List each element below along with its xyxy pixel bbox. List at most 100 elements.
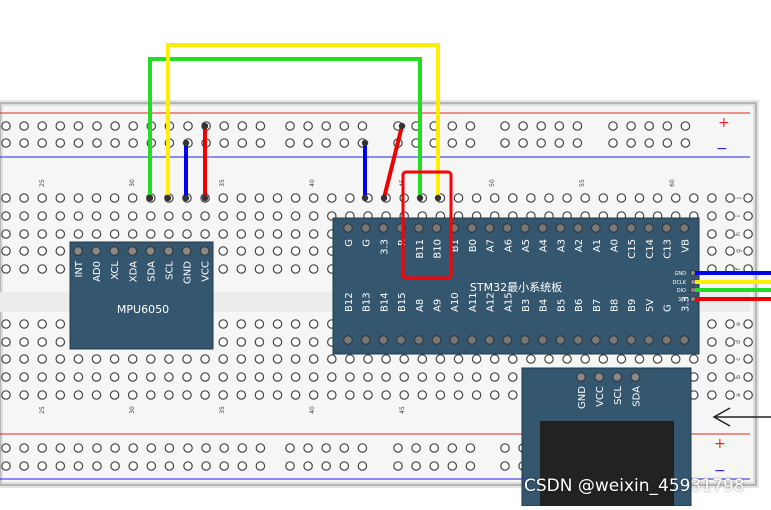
top-plus-sign: +	[718, 115, 730, 131]
rail-hole	[219, 138, 229, 148]
rail-hole	[183, 121, 193, 131]
breadboard-hole	[725, 246, 735, 256]
rail-hole	[237, 443, 248, 453]
breadboard-hole	[218, 337, 228, 347]
rail-hole	[608, 121, 618, 131]
breadboard-hole	[236, 390, 247, 400]
breadboard-hole	[200, 354, 210, 364]
wire-end	[361, 194, 369, 202]
breadboard-hole	[308, 246, 319, 256]
mpu6050-pin-hole	[91, 246, 101, 256]
stm32-top-pin-label: A5	[521, 239, 532, 252]
rail-hole	[518, 121, 528, 131]
stm32-bottom-pin-label: A15	[503, 292, 514, 312]
breadboard-hole	[236, 193, 247, 203]
wire-end	[398, 122, 406, 130]
stm32-top-pin-hole	[644, 223, 654, 233]
breadboard-hole	[290, 246, 301, 256]
oled-pin-hole	[594, 372, 604, 382]
stm32-bottom-pin-hole	[555, 335, 566, 345]
rail-hole	[644, 138, 654, 148]
breadboard-hole	[37, 319, 47, 329]
column-number-bottom: 45	[399, 406, 406, 414]
rail-hole	[237, 138, 248, 148]
breadboard-hole	[507, 390, 518, 400]
breadboard-hole	[707, 211, 717, 221]
breadboard-hole	[272, 264, 283, 274]
oled-pin-hole	[612, 372, 623, 382]
breadboard-hole	[725, 319, 735, 329]
breadboard-hole	[164, 229, 174, 239]
stm32-top-pin-hole	[661, 223, 672, 233]
stm32-top-pin-label: 3.3	[379, 239, 390, 255]
breadboard-hole	[55, 337, 66, 347]
breadboard-hole	[507, 354, 518, 364]
stm32-top-pin-hole	[520, 223, 530, 233]
rail-hole	[1, 121, 11, 131]
rail-hole	[357, 443, 368, 453]
breadboard-hole	[308, 372, 319, 382]
breadboard-hole	[544, 354, 554, 364]
rail-hole	[92, 461, 102, 471]
highlight-box	[401, 170, 453, 280]
stm32-top-pin-hole	[343, 223, 353, 233]
stm32-top-pin-label: C14	[645, 239, 656, 259]
rail-hole	[37, 461, 47, 471]
breadboard-hole	[308, 390, 319, 400]
column-number-top: 40	[309, 179, 316, 187]
breadboard-hole	[254, 246, 265, 256]
wire-end	[416, 194, 424, 202]
stm32-top-pin-label: C15	[627, 239, 638, 259]
breadboard-hole	[363, 354, 373, 364]
breadboard-hole	[91, 372, 102, 382]
breadboard-hole	[254, 264, 265, 274]
rail-hole	[164, 461, 175, 471]
breadboard-hole	[19, 390, 29, 400]
oled-pin-label: GND	[577, 386, 588, 409]
breadboard-hole	[236, 264, 247, 274]
breadboard-hole	[164, 372, 174, 382]
breadboard-hole	[146, 372, 156, 382]
row-letter: i	[735, 215, 742, 217]
stm32-top-pin-label: A0	[610, 239, 621, 252]
stm32-top-pin-label: A2	[574, 239, 585, 252]
stm32-bottom-pin-hole	[537, 335, 548, 345]
stm32-top-pin-label: G	[362, 239, 373, 247]
wire-end	[434, 194, 442, 202]
breadboard-hole	[109, 354, 120, 364]
mpu6050-pin-label: SCL	[165, 261, 176, 280]
mpu6050-pin-hole	[181, 246, 192, 256]
stm32-bottom-pin-hole	[378, 335, 389, 345]
rail-hole	[303, 121, 313, 131]
rail-hole	[55, 443, 66, 453]
breadboard-hole	[707, 354, 717, 364]
rail-hole	[183, 443, 193, 453]
breadboard-hole	[127, 211, 138, 221]
stm32-bottom-pin-hole	[608, 335, 619, 345]
rail-hole	[255, 443, 266, 453]
breadboard-hole	[1, 211, 11, 221]
rail-hole	[447, 461, 458, 471]
rail-hole	[626, 138, 636, 148]
stm32-top-pin-label: A1	[592, 239, 603, 252]
breadboard-hole	[146, 354, 156, 364]
stm32-side-pin-hole	[690, 269, 697, 276]
breadboard-hole	[55, 319, 66, 329]
stm32-bottom-pin-hole	[343, 335, 353, 345]
rail-hole	[73, 121, 84, 131]
breadboard-hole	[272, 354, 283, 364]
breadboard-hole	[218, 354, 228, 364]
breadboard-hole	[236, 319, 247, 329]
stm32-bottom-pin-hole	[502, 335, 513, 345]
bottom-minus-sign: −	[714, 463, 726, 479]
stm32-top-pin-hole	[360, 223, 371, 233]
rail-hole	[393, 443, 403, 453]
rail-hole	[536, 138, 546, 148]
rail-hole	[110, 121, 120, 131]
stm32-bottom-pin-hole	[626, 335, 637, 345]
breadboard-hole	[326, 372, 337, 382]
breadboard-hole	[37, 211, 47, 221]
